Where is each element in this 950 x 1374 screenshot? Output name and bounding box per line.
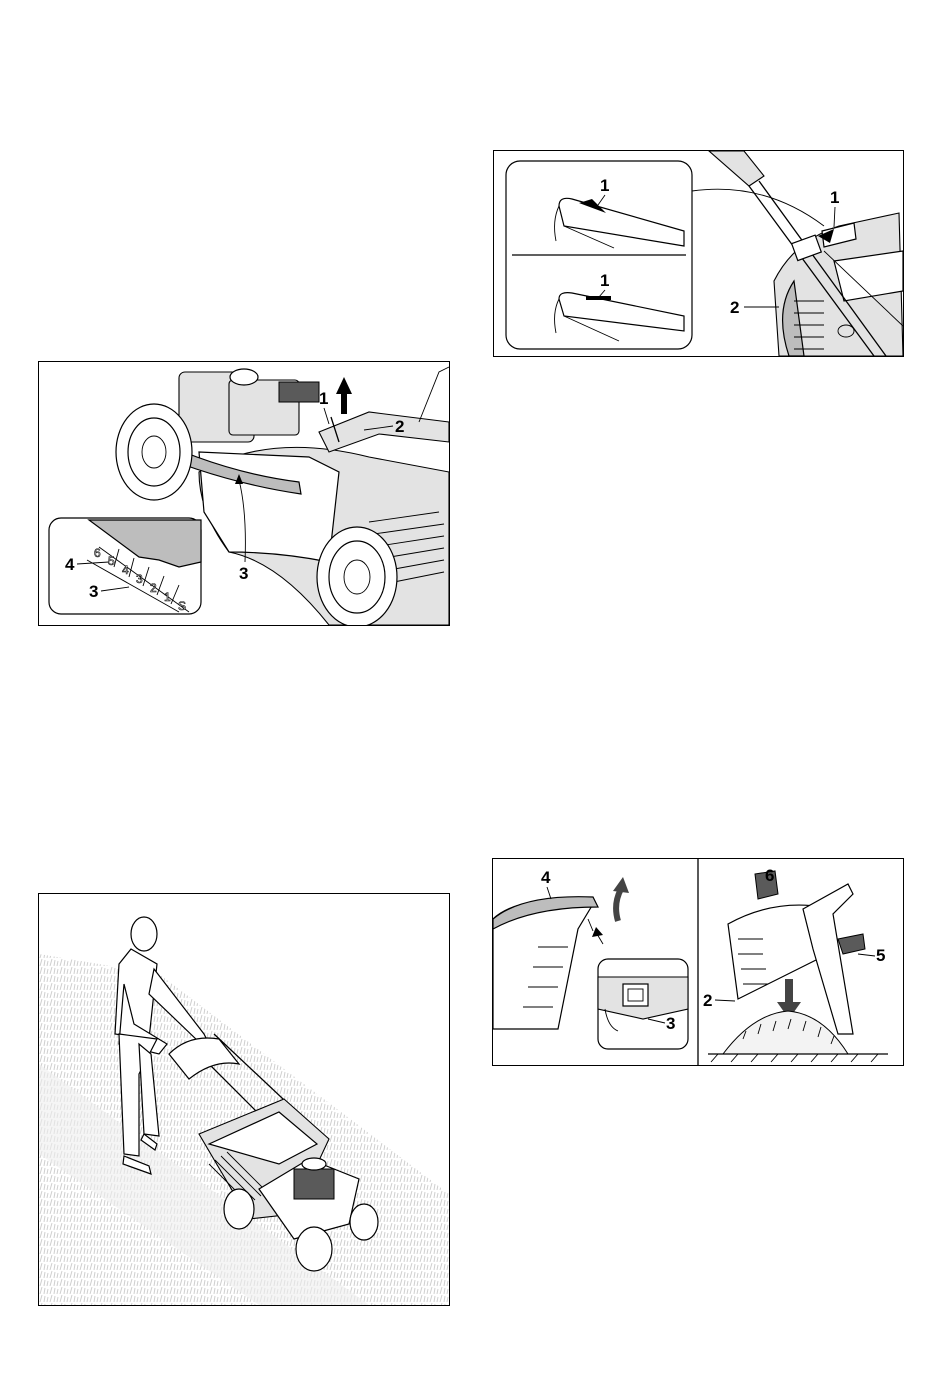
- callout-6: 6: [765, 866, 774, 885]
- scale-digit: 3: [136, 572, 143, 586]
- callout-1-main: 1: [830, 188, 839, 207]
- scale-digit: 2: [150, 581, 157, 595]
- illustration-mower-cutting-height: 1 2 3 6 5 4 3 2: [39, 362, 449, 625]
- figure-empty-catcher: 4 3 6 5 2: [492, 858, 904, 1066]
- illustration-empty-catcher: 4 3 6 5 2: [493, 859, 903, 1065]
- scale-digit: 6: [94, 546, 101, 560]
- callout-4: 4: [541, 868, 551, 887]
- illustration-person-mowing-slope: [39, 894, 449, 1305]
- callout-2-main: 2: [730, 298, 739, 317]
- curved-arrow-icon: [613, 877, 629, 921]
- illustration-fill-indicator: 1 1 1 2: [494, 151, 903, 356]
- callout-2: 2: [703, 991, 712, 1010]
- callout-3: 3: [239, 564, 248, 583]
- inset-callout-4: 4: [65, 555, 75, 574]
- callout-1: 1: [319, 389, 328, 408]
- callout-3: 3: [666, 1014, 675, 1033]
- inset-cutting-height-scale: 6 5 4 3 2 1 S 4 3: [49, 518, 201, 614]
- callout-1-bottom: 1: [600, 271, 609, 290]
- up-arrow-icon: [336, 377, 352, 414]
- scale-digit: 4: [122, 563, 129, 577]
- figure-mowing-slope: [38, 893, 450, 1306]
- figure-fill-indicator: 1 1 1 2: [493, 150, 904, 357]
- callout-5: 5: [876, 946, 885, 965]
- scale-digit: 1: [164, 590, 171, 604]
- scale-digit: 5: [108, 554, 115, 568]
- inset-callout-3: 3: [89, 582, 98, 601]
- callout-1-top: 1: [600, 176, 609, 195]
- figure-cutting-height: 1 2 3 6 5 4 3 2: [38, 361, 450, 626]
- scale-digit: S: [178, 599, 186, 613]
- callout-2: 2: [395, 417, 404, 436]
